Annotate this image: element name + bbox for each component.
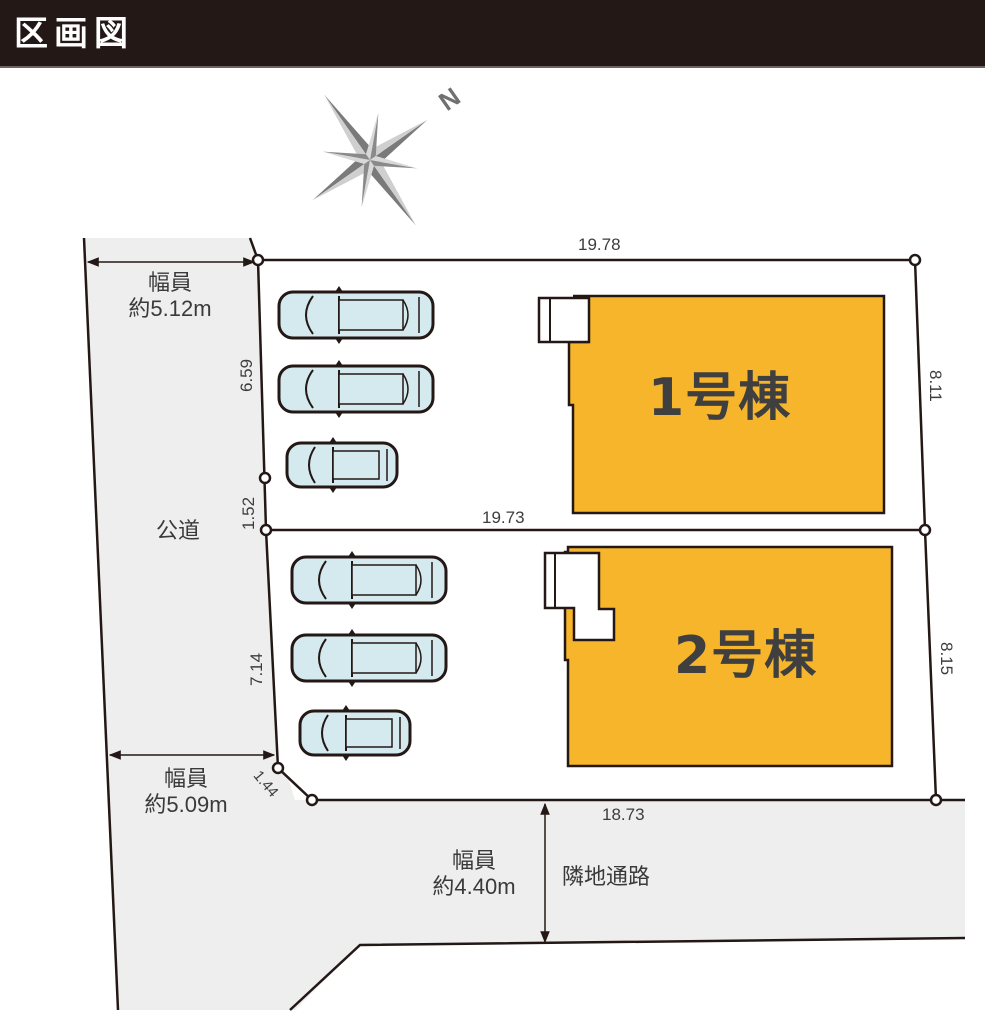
parking-car-5	[290, 627, 448, 689]
public-road-width-top: 幅員 約5.12m	[100, 270, 240, 322]
public-road-name: 公道	[156, 518, 201, 543]
width-label: 幅員	[163, 766, 208, 791]
width-value: 約4.40m	[432, 874, 516, 899]
dim-middle-edge: 19.73	[482, 508, 525, 527]
dim-left-lot2: 7.14	[247, 652, 266, 686]
adjacent-road-width: 幅員 約4.40m	[404, 848, 544, 900]
adjacent-road-area	[118, 800, 965, 1010]
parking-car-6	[298, 703, 412, 763]
dim-right-lot2: 8.15	[937, 642, 956, 676]
width-value: 約5.12m	[128, 296, 212, 321]
building-2-label: 2号棟	[674, 626, 818, 686]
width-value: 約5.09m	[144, 792, 228, 817]
public-road-width-bottom: 幅員 約5.09m	[116, 766, 256, 818]
adjacent-road-name: 隣地通路	[562, 864, 651, 889]
dim-left-lot1: 6.59	[237, 358, 256, 392]
dim-top-edge: 19.78	[578, 235, 621, 254]
page-title: 区画図	[14, 14, 134, 54]
compass-rose-icon	[312, 94, 428, 226]
dim-right-lot1: 8.11	[926, 370, 945, 402]
header-bar: 区画図	[0, 0, 985, 68]
dim-bottom-edge: 18.73	[602, 805, 645, 824]
parking-car-4	[290, 549, 448, 611]
building-1-label: 1号棟	[648, 368, 792, 428]
parking-car-2	[277, 358, 435, 420]
dim-left-middle: 1.52	[239, 496, 258, 530]
width-label: 幅員	[147, 270, 192, 295]
parking-car-3	[285, 435, 399, 495]
width-label: 幅員	[451, 848, 496, 873]
parking-car-1	[277, 284, 435, 346]
